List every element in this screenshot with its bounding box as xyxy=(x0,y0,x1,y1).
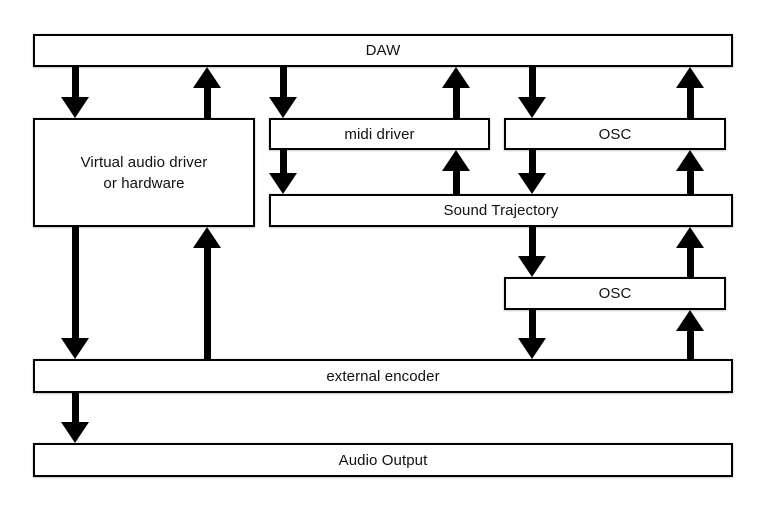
arrow-head-down-icon xyxy=(269,97,297,118)
arrow-shaft xyxy=(528,227,536,259)
edge-midi-driver-to-sound-trajectory-arrow xyxy=(269,150,297,194)
arrow-head-down-icon xyxy=(269,173,297,194)
arrow-head-down-icon xyxy=(518,338,546,359)
node-virtual-audio-driver: Virtual audio driver or hardware xyxy=(33,118,255,227)
arrow-head-down-icon xyxy=(518,97,546,118)
edge-virtual-audio-driver-to-daw-arrow xyxy=(193,67,221,118)
arrow-head-up-icon xyxy=(676,150,704,171)
node-label-external-encoder: external encoder xyxy=(326,367,440,385)
edge-sound-trajectory-to-midi-driver-arrow xyxy=(442,150,470,194)
arrow-head-up-icon xyxy=(442,67,470,88)
arrow-shaft xyxy=(279,67,287,100)
node-midi-driver: midi driver xyxy=(269,118,490,150)
arrow-head-down-icon xyxy=(61,338,89,359)
arrow-head-up-icon xyxy=(676,227,704,248)
arrow-shaft xyxy=(686,245,694,277)
node-external-encoder: external encoder xyxy=(33,359,733,393)
arrow-head-up-icon xyxy=(676,310,704,331)
arrow-head-down-icon xyxy=(518,173,546,194)
arrow-shaft xyxy=(452,85,460,118)
arrow-shaft xyxy=(71,67,79,100)
arrow-shaft xyxy=(203,85,211,118)
node-label-midi-driver: midi driver xyxy=(344,125,415,143)
node-label-osc-top: OSC xyxy=(598,125,632,143)
arrow-shaft xyxy=(686,168,694,194)
edge-midi-driver-to-daw-arrow xyxy=(442,67,470,118)
arrow-head-down-icon xyxy=(61,97,89,118)
arrow-shaft xyxy=(203,245,211,359)
edge-osc-bottom-to-external-encoder-arrow xyxy=(518,310,546,359)
node-osc-bottom: OSC xyxy=(504,277,726,310)
edge-external-encoder-to-osc-bottom-arrow xyxy=(676,310,704,359)
arrow-shaft xyxy=(71,393,79,425)
edge-osc-bottom-to-sound-trajectory-arrow xyxy=(676,227,704,277)
arrow-shaft xyxy=(686,328,694,359)
arrow-shaft xyxy=(528,67,536,100)
arrow-head-up-icon xyxy=(676,67,704,88)
arrow-head-down-icon xyxy=(61,422,89,443)
node-label-osc-bottom: OSC xyxy=(598,285,632,302)
node-osc-top: OSC xyxy=(504,118,726,150)
edge-daw-to-virtual-audio-driver-arrow xyxy=(61,67,89,118)
node-daw: DAW xyxy=(33,34,733,67)
edge-sound-trajectory-to-osc-top-arrow xyxy=(676,150,704,194)
edge-osc-top-to-sound-trajectory-arrow xyxy=(518,150,546,194)
node-label-virtual-audio-driver: Virtual audio driver or hardware xyxy=(80,153,208,192)
arrow-shaft xyxy=(528,310,536,341)
arrow-head-down-icon xyxy=(518,256,546,277)
arrow-shaft xyxy=(71,227,79,341)
node-sound-trajectory: Sound Trajectory xyxy=(269,194,733,227)
edge-sound-trajectory-to-osc-bottom-arrow xyxy=(518,227,546,277)
arrow-shaft xyxy=(686,85,694,118)
node-label-sound-trajectory: Sound Trajectory xyxy=(443,202,559,219)
edge-external-encoder-to-audio-output-arrow xyxy=(61,393,89,443)
arrow-shaft xyxy=(279,150,287,176)
arrow-head-up-icon xyxy=(193,67,221,88)
arrow-head-up-icon xyxy=(442,150,470,171)
arrow-shaft xyxy=(452,168,460,194)
arrow-head-up-icon xyxy=(193,227,221,248)
arrow-shaft xyxy=(528,150,536,176)
edge-daw-to-midi-driver-arrow xyxy=(269,67,297,118)
edge-virtual-audio-driver-to-external-encoder-arrow xyxy=(61,227,89,359)
edge-osc-top-to-daw-arrow xyxy=(676,67,704,118)
edge-external-encoder-to-virtual-audio-driver-arrow xyxy=(193,227,221,359)
node-label-audio-output: Audio Output xyxy=(338,451,428,469)
edge-daw-to-osc-top-arrow xyxy=(518,67,546,118)
node-label-daw: DAW xyxy=(365,42,401,59)
node-audio-output: Audio Output xyxy=(33,443,733,477)
